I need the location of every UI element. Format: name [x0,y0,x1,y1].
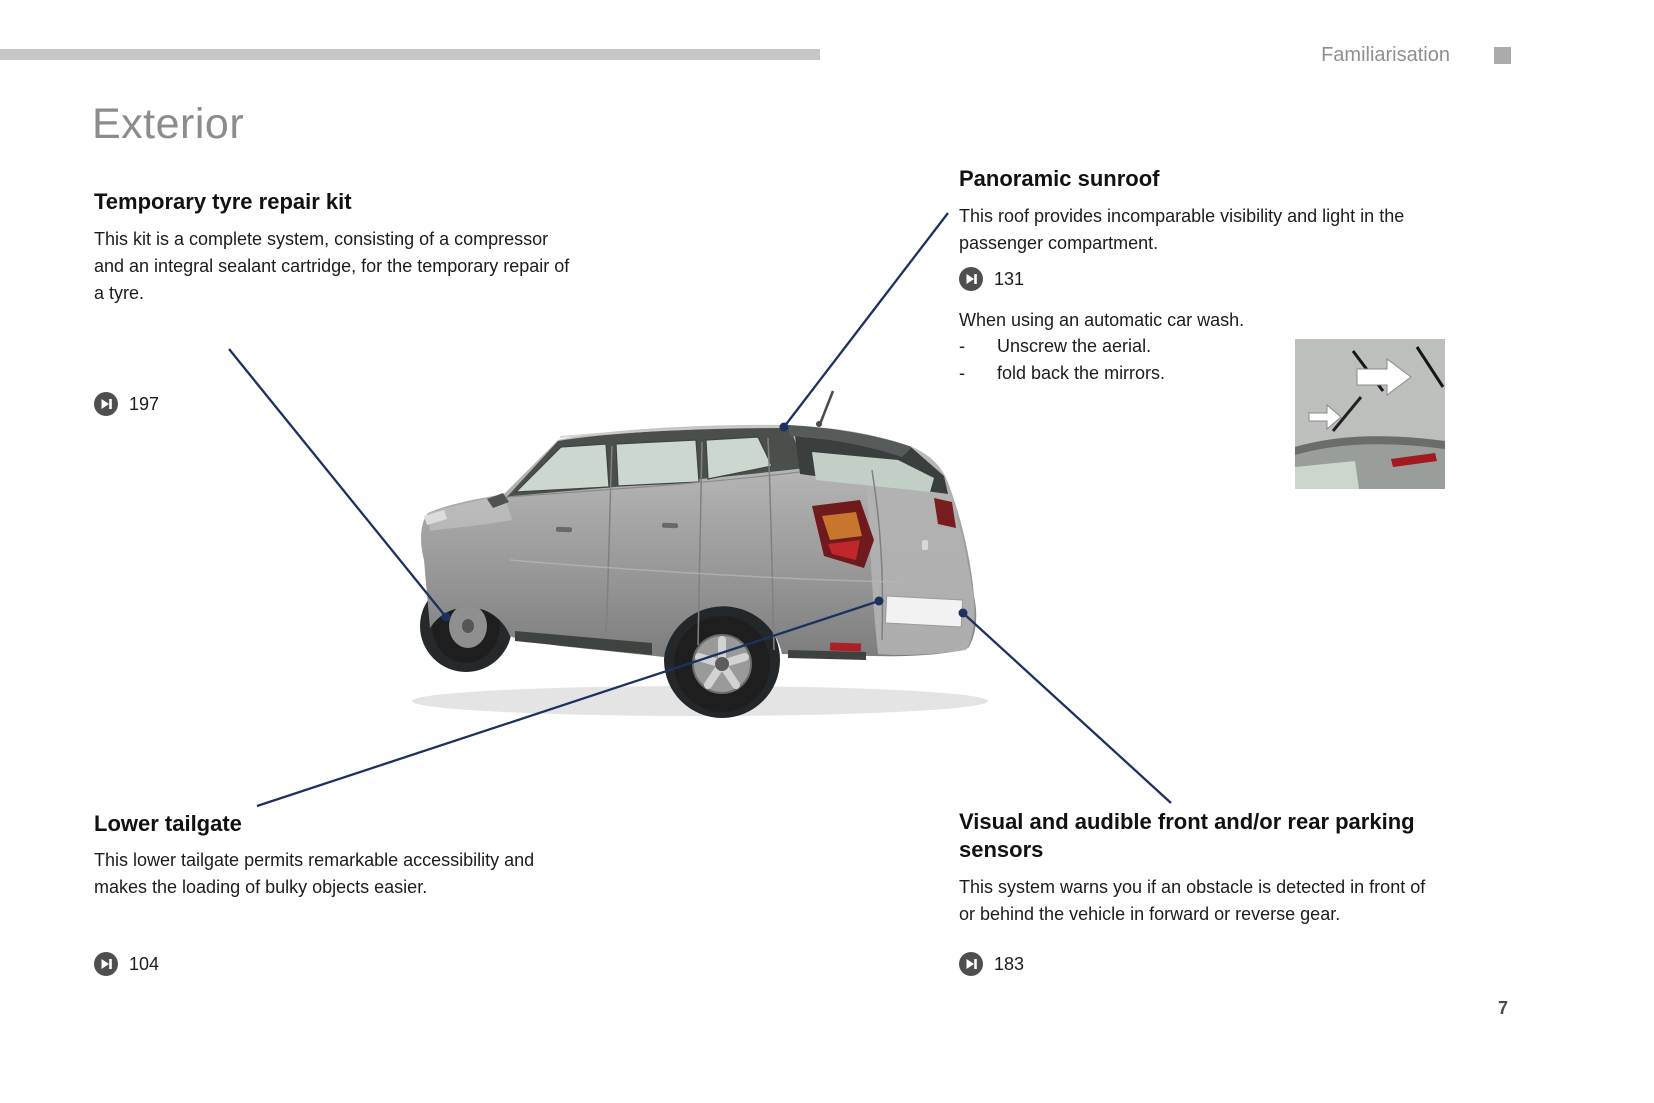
front-wheel [432,589,500,663]
tyre-kit-title: Temporary tyre repair kit [94,189,352,214]
tailgate-body: This lower tailgate permits remarkable a… [94,850,535,897]
list-item-text: fold back the mirrors. [997,363,1166,383]
taillight [812,498,956,568]
tyre-kit-page-ref: 197 [94,392,159,416]
callout-line-parking [962,612,1172,804]
parking-sensors-page-ref: 183 [959,952,1024,976]
page-ref-icon [959,952,983,976]
list-bullet: - [959,363,965,383]
carwash-intro: When using an automatic car wash. [959,310,1245,330]
list-item-text: Unscrew the aerial. [997,336,1152,356]
tailgate-page-ref: 104 [94,952,159,976]
sunroof-title: Panoramic sunroof [959,166,1160,191]
page-ref-icon [94,952,118,976]
header-square-marker [1494,47,1511,64]
rear-wheel [674,616,770,712]
callout-line-tyre-kit [228,348,447,618]
page-ref-icon [959,267,983,291]
aerial-arrow-icon [1308,403,1342,431]
header-rule [0,49,820,60]
page-number: 7 [1498,998,1509,1018]
car-illustration [412,390,988,718]
parking-sensors-title: Visual and audible front and/or rear par… [959,809,1415,862]
car-body [421,424,977,657]
parking-sensors-body: This system warns you if an obstacle is … [959,877,1426,924]
list-item: - fold back the mirrors. [959,360,1439,387]
page-ref-number: 197 [129,393,160,414]
page-ref-icon [94,392,118,416]
page-title: Exterior [92,100,245,148]
list-bullet: - [959,336,965,356]
page-ref-number: 131 [994,268,1025,289]
sunroof-page-ref: 131 [959,267,1024,291]
carwash-aerial-illustration [1295,339,1445,489]
tyre-kit-body: This kit is a complete system, consistin… [94,229,570,303]
page-ref-number: 104 [129,953,160,974]
header-section-label: Familiarisation [1321,44,1450,66]
side-mirror [487,493,509,508]
list-item: - Unscrew the aerial. [959,333,1439,360]
sunroof-body: This roof provides incomparable visibili… [959,206,1405,253]
callout-line-sunroof [783,212,949,428]
carwash-list: - Unscrew the aerial. - fold back the mi… [959,333,1439,387]
tailgate-title: Lower tailgate [94,811,242,836]
page-ref-number: 183 [994,953,1025,974]
callout-line-tailgate [256,599,880,808]
fold-arrow-icon [1356,358,1412,396]
